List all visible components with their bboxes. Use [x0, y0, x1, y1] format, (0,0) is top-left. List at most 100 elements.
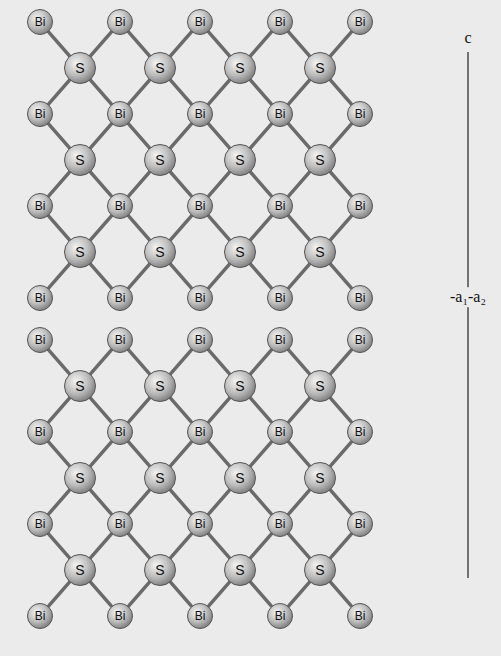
atom-node: Bi: [27, 101, 53, 127]
bond-line: [289, 490, 310, 514]
bond-line: [49, 350, 70, 374]
atom-node: S: [224, 370, 256, 402]
bond-line: [250, 172, 271, 196]
atom-symbol: Bi: [115, 334, 126, 346]
atom-node: S: [224, 554, 256, 586]
atom-symbol: S: [75, 379, 84, 393]
bond-line: [209, 350, 230, 374]
atom-node: Bi: [27, 327, 53, 353]
atom-symbol: Bi: [35, 108, 46, 120]
atom-node: Bi: [267, 285, 293, 311]
bond-line: [289, 398, 310, 422]
bond-line: [170, 172, 191, 196]
bond-line: [129, 582, 150, 606]
bond-line: [209, 80, 230, 104]
atom-node: Bi: [107, 419, 133, 445]
atom-node: Bi: [347, 101, 373, 127]
atom-symbol: Bi: [115, 292, 126, 304]
atom-node: S: [304, 236, 336, 268]
bond-line: [330, 398, 351, 422]
bond-line: [49, 534, 70, 558]
atom-node: Bi: [27, 511, 53, 537]
bond-line: [330, 442, 351, 466]
atom-node: Bi: [267, 603, 293, 629]
bond-line: [250, 534, 271, 558]
atom-node: S: [224, 144, 256, 176]
atom-symbol: S: [315, 471, 324, 485]
bond-line: [90, 490, 111, 514]
bond-line: [129, 216, 150, 240]
bond-line: [330, 264, 351, 288]
atom-node: Bi: [27, 193, 53, 219]
bond-line: [129, 534, 150, 558]
atom-node: S: [64, 554, 96, 586]
axis-label: -a₁-a₂: [448, 287, 488, 307]
atom-node: Bi: [187, 511, 213, 537]
atom-symbol: Bi: [275, 518, 286, 530]
atom-node: Bi: [107, 9, 133, 35]
atom-symbol: S: [75, 153, 84, 167]
bond-line: [209, 398, 230, 422]
bond-line: [330, 582, 351, 606]
bond-line: [90, 398, 111, 422]
atom-node: Bi: [267, 419, 293, 445]
atom-node: S: [304, 554, 336, 586]
bond-line: [289, 264, 310, 288]
atom-node: Bi: [347, 419, 373, 445]
atom-symbol: Bi: [355, 292, 366, 304]
bond-line: [90, 350, 111, 374]
bond-line: [170, 398, 191, 422]
atom-node: Bi: [27, 285, 53, 311]
atom-symbol: Bi: [275, 16, 286, 28]
atom-node: S: [144, 236, 176, 268]
bond-line: [49, 264, 70, 288]
atom-symbol: S: [315, 563, 324, 577]
atom-symbol: Bi: [35, 518, 46, 530]
atom-node: S: [224, 236, 256, 268]
bond-line: [170, 264, 191, 288]
bond-line: [90, 582, 111, 606]
atom-node: Bi: [27, 419, 53, 445]
bond-line: [289, 172, 310, 196]
bond-line: [49, 490, 70, 514]
atom-symbol: Bi: [355, 518, 366, 530]
bond-line: [90, 534, 111, 558]
bond-line: [209, 216, 230, 240]
atom-node: S: [64, 462, 96, 494]
atom-node: Bi: [267, 327, 293, 353]
atom-symbol: S: [155, 379, 164, 393]
atom-symbol: Bi: [275, 334, 286, 346]
atom-node: Bi: [187, 193, 213, 219]
atom-node: Bi: [267, 511, 293, 537]
atom-node: Bi: [267, 193, 293, 219]
atom-node: Bi: [27, 603, 53, 629]
atom-symbol: Bi: [355, 108, 366, 120]
bond-line: [170, 350, 191, 374]
atom-symbol: Bi: [275, 292, 286, 304]
atom-symbol: Bi: [355, 426, 366, 438]
atom-node: S: [304, 52, 336, 84]
atom-node: S: [144, 554, 176, 586]
bond-line: [49, 172, 70, 196]
axis-label: c: [462, 28, 473, 48]
atom-symbol: S: [235, 563, 244, 577]
atom-symbol: Bi: [35, 426, 46, 438]
atom-symbol: Bi: [195, 610, 206, 622]
bond-line: [330, 534, 351, 558]
bond-line: [209, 442, 230, 466]
atom-node: Bi: [267, 9, 293, 35]
atom-node: Bi: [187, 419, 213, 445]
bond-line: [90, 264, 111, 288]
atom-symbol: S: [75, 245, 84, 259]
atom-symbol: S: [155, 153, 164, 167]
bond-line: [129, 398, 150, 422]
bond-line: [209, 172, 230, 196]
bond-line: [49, 582, 70, 606]
bond-line: [250, 32, 271, 56]
atom-symbol: S: [235, 61, 244, 75]
bond-line: [289, 582, 310, 606]
atom-node: S: [64, 52, 96, 84]
atom-node: Bi: [187, 285, 213, 311]
bond-line: [170, 32, 191, 56]
